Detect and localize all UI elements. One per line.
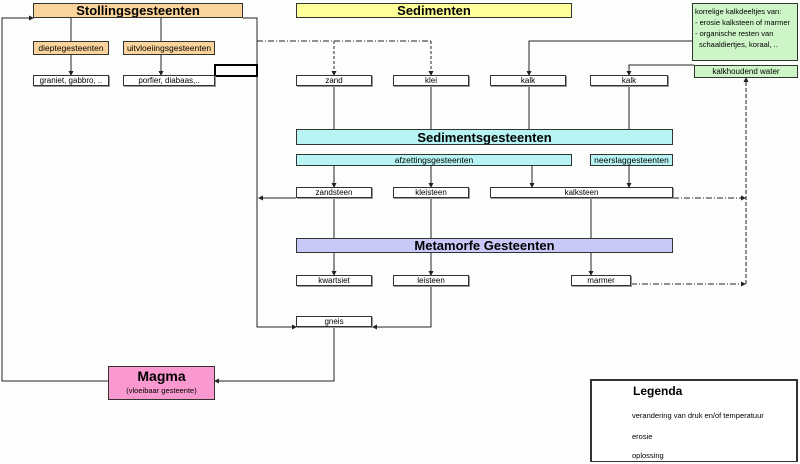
sedimentsgesteenten-header: Sedimentsgesteenten [296,129,673,145]
note-to-kalk1-line [526,40,692,76]
note-line: schaaldiertjes, koraal, .. [699,40,778,49]
kalksteen-box: kalksteen [490,187,673,198]
leisteen-box: leisteen [393,275,469,286]
porfier-box: porfier, diabaas,.. [123,75,215,86]
magma-title: Magma [137,368,186,384]
water-to-kalk2-line [626,64,694,76]
kleisteen-box: kleisteen [393,187,469,198]
zandsteen-box: zandsteen [296,187,372,198]
legend: Legenda verandering van druk en/of tempe… [590,379,798,462]
magma-subtitle: (vloeibaar gesteente) [126,386,197,395]
note-line: - erosie kalksteen of marmer [695,18,791,27]
leisteen-to-gneis-line [372,286,432,330]
stollingsgesteenten-header: Stollingsgesteenten [33,3,243,18]
kalk-box-1: kalk [490,75,566,86]
dieptegesteenten-box: dieptegesteenten [33,41,109,55]
legend-item-erosie: erosie [632,432,653,441]
gneis-box: gneis [296,316,372,327]
afzettingsgesteenten-box: afzettingsgesteenten [296,154,572,166]
klei-box: klei [393,75,469,86]
legend-title: Legenda [633,384,683,398]
marmer-box: marmer [571,275,631,286]
kalkdeeltjes-note: korrelige kalkdeeltjes van: - erosie kal… [692,3,798,61]
metamorfe-gesteenten-header: Metamorfe Gesteenten [296,238,673,253]
note-line: - organische resten van [695,29,774,38]
empty-box [214,64,258,77]
legend-item-oplossing: oplossing [632,451,664,460]
uitvloeiingsgesteenten-box: uitvloeiingsgesteenten [123,41,215,55]
legend-item-solid: verandering van druk en/of temperatuur [632,411,764,420]
kalkhoudend-water-box: kalkhoudend water [694,65,798,78]
note-line: korrelige kalkdeeltjes van: [695,7,782,16]
zand-box: zand [296,75,372,86]
neerslaggesteenten-box: neerslaggesteenten [590,154,673,166]
magma-box: Magma (vloeibaar gesteente) [108,366,215,400]
sedimenten-header: Sedimenten [296,3,572,18]
stolling-right-line [243,17,297,330]
kwartsiet-box: kwartsiet [296,275,372,286]
gneis-to-magma-line [214,327,335,384]
magma-to-stolling-line [1,15,108,382]
kalk-box-2: kalk [590,75,668,86]
graniet-box: graniet, gabbro, .. [33,75,109,86]
